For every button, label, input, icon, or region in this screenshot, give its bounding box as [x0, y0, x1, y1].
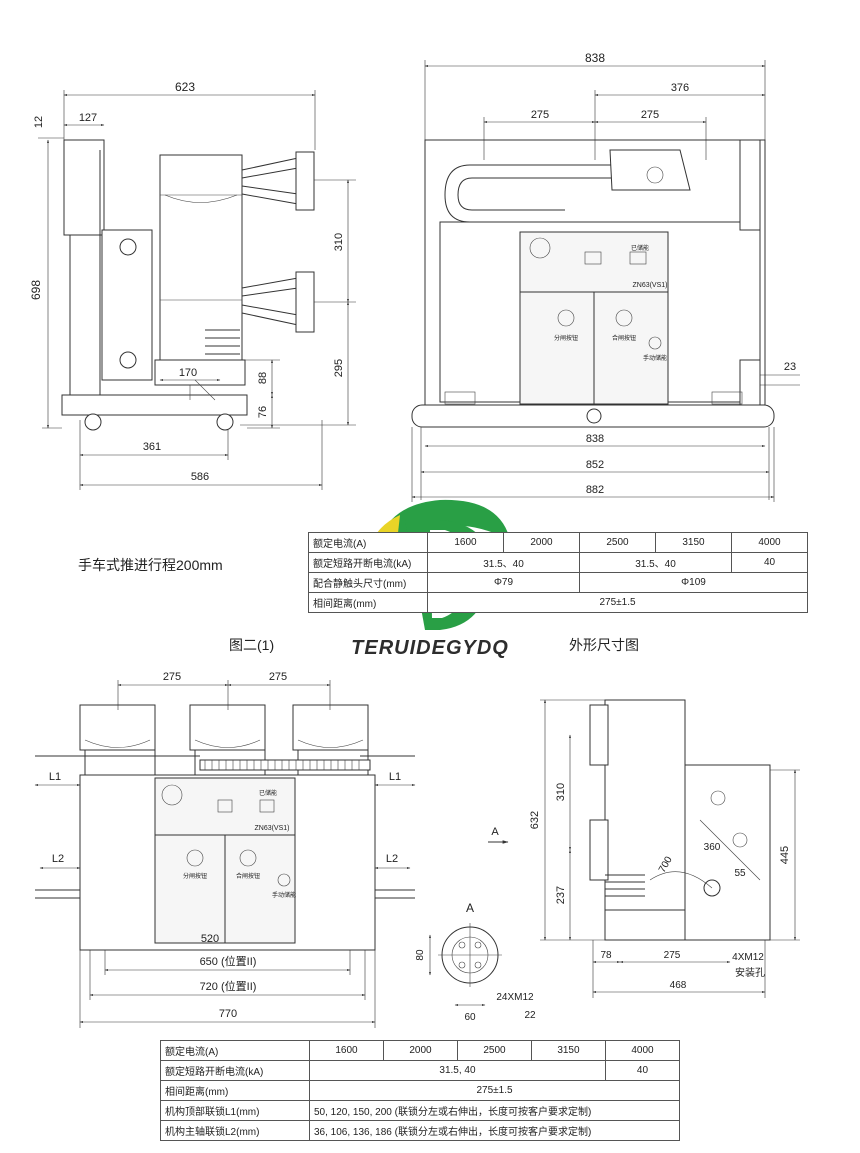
dim-623: 623 — [175, 80, 195, 94]
side-arrow-label: A — [491, 826, 499, 838]
table-row: 额定短路开断电流(kA) 31.5, 40 40 — [160, 1060, 681, 1081]
bottom-panel-charged: 已储能 — [259, 789, 277, 797]
dim-l1-right: L1 — [389, 771, 401, 783]
side-dim-310: 310 — [555, 783, 567, 801]
bottom-panel-model: ZN63(VS1) — [254, 825, 289, 832]
dim-275-a: 275 — [531, 109, 549, 121]
panel-model-label: ZN63(VS1) — [632, 282, 667, 289]
panel-open-label: 分闸按钮 — [554, 334, 578, 342]
side-dim-445: 445 — [779, 846, 791, 864]
top-side-view: 623 127 12 698 310 295 88 76 170 361 586 — [29, 80, 356, 490]
table-row: 相间距离(mm) 275±1.5 — [308, 592, 808, 613]
dim-23: 23 — [784, 361, 796, 373]
side-mount-screw: 4XM12 — [732, 952, 764, 963]
spring — [205, 329, 240, 355]
bottom-panel-open: 分闸按钮 — [183, 872, 207, 880]
side-dim-360: 360 — [704, 842, 721, 853]
side-dim-237: 237 — [555, 886, 567, 904]
dim-l2-right: L2 — [386, 853, 398, 865]
dim-310: 310 — [333, 233, 345, 251]
bottom-panel-manual: 手动储能 — [272, 891, 296, 899]
panel-close-label: 合闸按钮 — [612, 334, 636, 342]
dim-698: 698 — [29, 280, 43, 300]
detail-screw: 24XM12 — [496, 992, 534, 1003]
detail-dim-80: 80 — [415, 949, 426, 961]
bottom-spec-table: 额定电流(A) 1600 2000 2500 3150 4000 额定短路开断电… — [160, 1040, 681, 1141]
dim-838-top: 838 — [585, 51, 605, 65]
upper-contact-arm — [241, 151, 315, 211]
dim-520: 520 — [201, 933, 219, 945]
lower-contact-arm — [241, 271, 315, 333]
dim-770: 770 — [219, 1008, 237, 1020]
dim-127: 127 — [79, 112, 97, 124]
table-row: 机构主轴联锁L2(mm) 36, 106, 136, 186 (联锁分左或右伸出… — [160, 1120, 680, 1141]
side-dim-275: 275 — [664, 950, 681, 961]
table-row: 额定电流(A) 1600 2000 2500 3150 4000 — [160, 1040, 681, 1061]
bottom-dim-275-a: 275 — [163, 671, 181, 683]
side-dim-78: 78 — [600, 950, 612, 961]
dim-882: 882 — [586, 484, 604, 496]
logo-wordmark: TERUIDEGYDQ — [351, 637, 509, 659]
dim-170: 170 — [179, 367, 197, 379]
travel-note: 手车式推进行程200mm — [78, 557, 223, 573]
dim-361: 361 — [143, 441, 161, 453]
bottom-side-view: A 632 310 237 445 700 360 55 78 275 4XM1… — [488, 699, 800, 998]
dim-l2-left: L2 — [52, 853, 64, 865]
dim-l1-left: L1 — [49, 771, 61, 783]
dim-586: 586 — [191, 471, 209, 483]
detail-dim-22: 22 — [524, 1010, 536, 1021]
dim-376: 376 — [671, 82, 689, 94]
side-dim-55: 55 — [734, 868, 746, 879]
bottom-panel-close: 合闸按钮 — [236, 872, 260, 880]
side-mount-hole: 安装孔 — [735, 966, 765, 979]
table-row: 配合静触头尺寸(mm) Φ79 Φ109 — [308, 572, 808, 593]
dim-76: 76 — [257, 406, 269, 418]
dim-852: 852 — [586, 459, 604, 471]
side-dim-632: 632 — [529, 811, 541, 829]
dim-88: 88 — [257, 372, 269, 384]
detail-a-title: A — [466, 901, 474, 915]
bottom-dim-275-b: 275 — [269, 671, 287, 683]
dim-650: 650 (位置II) — [200, 954, 257, 968]
table-row: 额定短路开断电流(kA) 31.5、40 31.5、40 40 — [308, 552, 808, 573]
top-front-view: 已储能 ZN63(VS1) 分闸按钮 合闸按钮 手动储能 838 376 275… — [411, 51, 800, 502]
side-dim-468: 468 — [670, 980, 687, 991]
dim-720: 720 (位置II) — [200, 979, 257, 993]
table-row: 相间距离(mm) 275±1.5 — [160, 1080, 680, 1101]
dim-12: 12 — [33, 116, 45, 128]
table-row: 机构顶部联锁L1(mm) 50, 120, 150, 200 (联锁分左或右伸出… — [160, 1100, 680, 1121]
panel-manual-label: 手动储能 — [643, 354, 667, 362]
table-row: 额定电流(A) 1600 2000 2500 3150 4000 — [308, 532, 808, 553]
detail-dim-60: 60 — [464, 1012, 476, 1023]
dim-295: 295 — [333, 359, 345, 377]
figure-caption-tail: 外形尺寸图 — [569, 637, 639, 653]
dim-275-b: 275 — [641, 109, 659, 121]
dim-838-bottom: 838 — [586, 433, 604, 445]
panel-charged-label: 已储能 — [631, 244, 649, 252]
top-spec-table: 额定电流(A) 1600 2000 2500 3150 4000 额定短路开断电… — [308, 532, 808, 613]
bottom-front-view: 已储能 ZN63(VS1) 分闸按钮 合闸按钮 手动储能 275 275 L1 … — [34, 671, 416, 1028]
detail-a-view: A 80 60 24XM12 22 — [415, 901, 536, 1023]
figure-caption: 图二(1) — [229, 637, 275, 653]
